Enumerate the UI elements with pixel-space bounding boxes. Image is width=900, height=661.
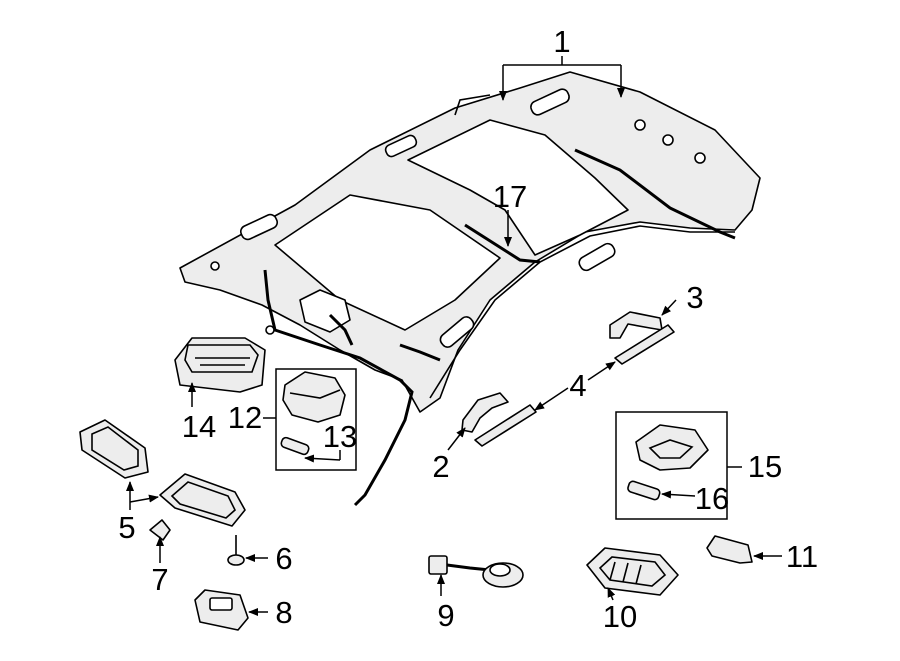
wiring-harness [263,148,736,507]
dome-lamp-bulb [627,480,661,501]
map-lamp-bulb [280,436,310,456]
callout-6: 6 [275,541,292,576]
callout-12: 12 [228,400,262,435]
overhead-console [174,337,266,393]
callout-4: 4 [569,368,586,403]
callout-14: 14 [182,409,216,444]
callout-1: 1 [553,24,570,59]
screw [227,535,245,566]
callout-3: 3 [686,280,703,315]
leader-lines [126,56,782,616]
headliner-panel [179,71,761,413]
lamp-lens [586,547,679,596]
sun-visor-left [79,419,149,479]
map-lamp-group-box [275,368,357,471]
sun-visor-right [159,473,246,527]
map-lamp [282,371,346,423]
callout-5: 5 [118,510,135,545]
handle-cover-rear [614,324,675,365]
callout-15: 15 [748,449,782,484]
microphone [428,555,524,588]
bracket [706,535,753,564]
callout-17: 17 [493,179,527,214]
callout-numbers: 1 17 3 4 2 14 12 13 15 16 5 7 6 8 9 10 1… [118,24,818,634]
courtesy-lamp [194,589,249,631]
callout-16: 16 [695,481,729,516]
dome-lamp [635,424,709,471]
callout-11: 11 [786,539,818,574]
callout-13: 13 [323,419,357,454]
callout-10: 10 [603,599,637,634]
callout-7: 7 [151,562,168,597]
dome-lamp-group-box [615,411,728,520]
callout-2: 2 [432,449,449,484]
handle-cover-front [474,404,537,447]
callout-8: 8 [275,595,292,630]
callout-9: 9 [437,598,454,633]
assist-handle-rear [609,311,663,339]
